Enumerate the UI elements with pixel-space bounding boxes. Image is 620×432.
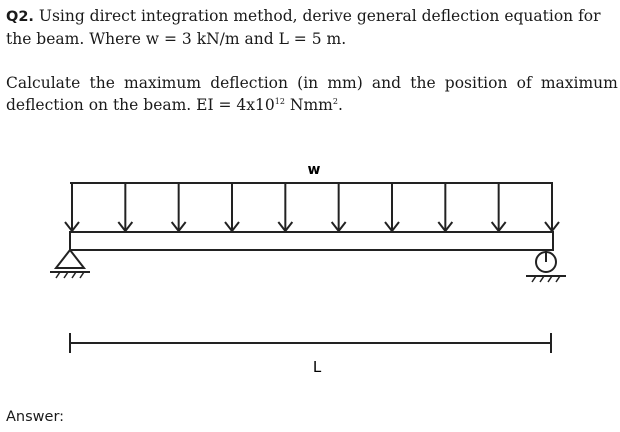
question-line-1-text: Using direct integration method, derive … [38,7,601,25]
calculate-word: position [444,74,508,92]
load-arrows [64,183,560,233]
answer-label: Answer: [6,409,65,425]
roller-hatch [547,275,553,283]
calculate-line-2-prefix: deflection on the beam. EI = 4x10 [6,96,275,114]
pin-triangle [53,248,87,269]
load-label-w: w [308,162,321,178]
roller-hatch [555,275,561,283]
question-line-1: Q2. Using direct integration method, der… [6,5,616,28]
distributed-load [64,182,560,233]
calculate-word: mm) [327,74,363,92]
calculate-word: and [371,74,402,92]
pin-hatch [71,271,77,279]
calculate-word: the [410,74,436,92]
unit-power: 2 [332,96,338,106]
calculate-word: (in [297,74,319,92]
calculate-line-2: deflection on the beam. EI = 4x1012 Nmm2… [6,94,618,116]
calculate-word: maximum [540,74,618,92]
roller-support [526,250,566,283]
pin-hatch [55,271,61,279]
length-label: L [313,358,322,376]
calculate-word: of [516,74,532,92]
beam [69,231,554,251]
pin-hatch [63,271,69,279]
ei-unit: Nmm [284,96,333,114]
line-end: . [337,96,343,114]
calculate-word: maximum [124,74,202,92]
question-number: Q2. [6,9,34,25]
roller-hatch [531,275,537,283]
roller-hatch [539,275,545,283]
length-dimension: L [69,333,552,376]
ei-exponent: 12 [274,96,285,106]
calculate-word: deflection [210,74,288,92]
question-line-2: the beam. Where w = 3 kN/m and L = 5 m. [6,30,347,48]
calculate-word: Calculate [6,74,81,92]
question-text: Q2. Using direct integration method, der… [6,5,616,50]
calculate-word: the [89,74,115,92]
pin-hatch [79,271,85,279]
pin-support [50,248,90,279]
